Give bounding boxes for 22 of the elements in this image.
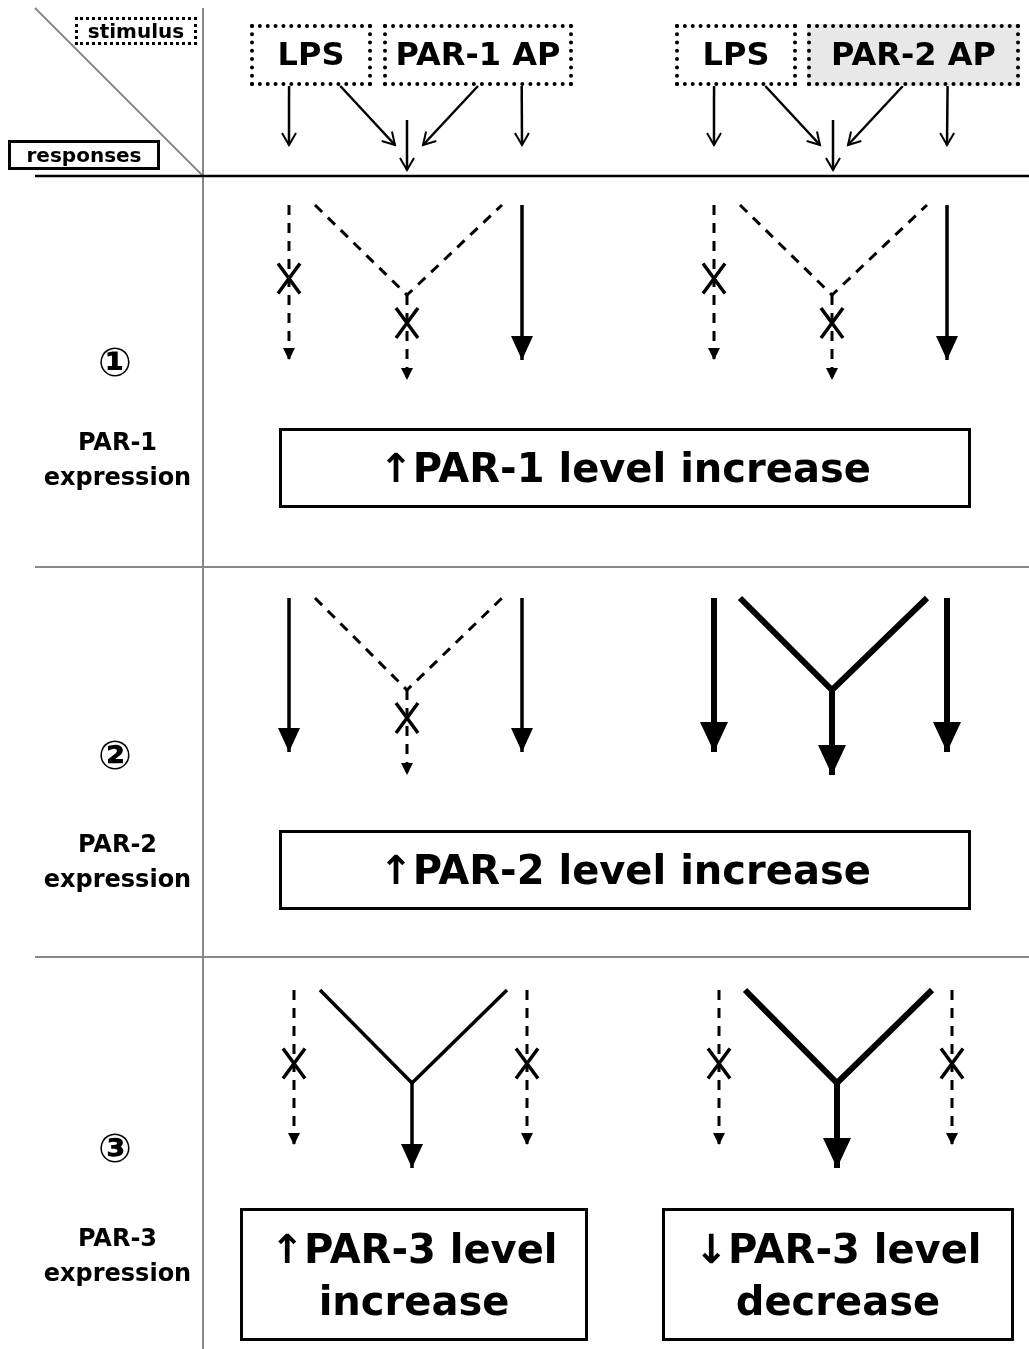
stimulus-box: LPS bbox=[250, 24, 372, 86]
result-box: ↑PAR-3 level increase bbox=[240, 1208, 588, 1341]
arrow bbox=[513, 86, 530, 146]
step-number: ② bbox=[97, 731, 133, 780]
arrow bbox=[764, 85, 821, 146]
step-number: ③ bbox=[97, 1124, 133, 1173]
stimulus-box: PAR-1 AP bbox=[383, 24, 573, 86]
step-number: ① bbox=[97, 338, 133, 387]
row-label: PAR-3 expression bbox=[42, 1223, 193, 1289]
result-box: ↑PAR-2 level increase bbox=[279, 830, 971, 910]
row-label: PAR-1 expression bbox=[42, 427, 193, 493]
result-box: ↓PAR-3 level decrease bbox=[662, 1208, 1014, 1341]
arrow bbox=[847, 85, 904, 146]
arrow bbox=[706, 86, 722, 146]
result-box: ↑PAR-1 level increase bbox=[279, 428, 971, 508]
stimulus-box: PAR-2 AP bbox=[807, 24, 1020, 86]
arrow bbox=[281, 86, 297, 146]
arrow bbox=[422, 85, 479, 146]
arrow bbox=[339, 85, 396, 146]
row-label: PAR-2 expression bbox=[42, 829, 193, 895]
arrow bbox=[939, 86, 956, 146]
stimulus-box: LPS bbox=[675, 24, 797, 86]
